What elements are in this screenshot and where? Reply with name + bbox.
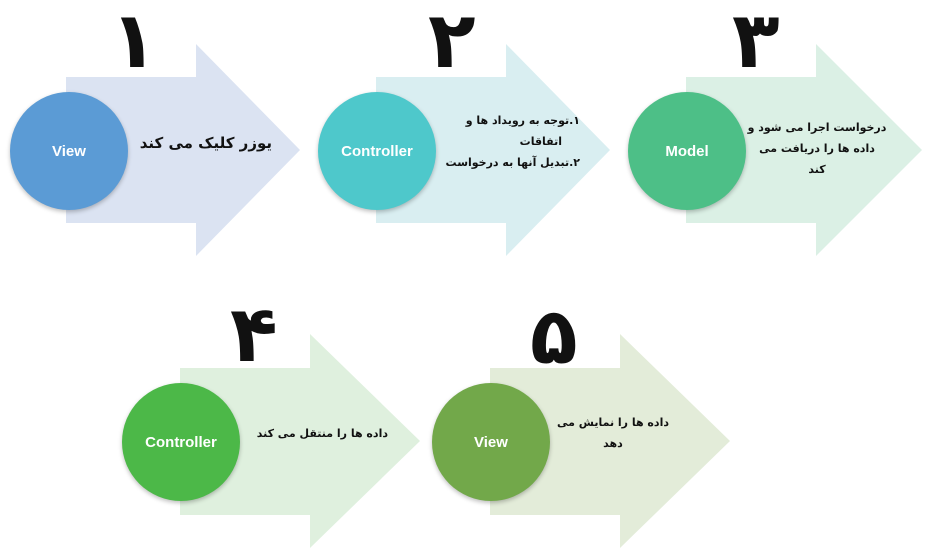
arrow-shape (376, 44, 610, 256)
node-circle-view: View (432, 383, 550, 501)
arrow-polygon (376, 44, 610, 256)
step-description-line: داده ها را منتقل می کند (256, 427, 388, 440)
step-number: ۵ (530, 292, 578, 382)
node-circle-model: Model (628, 92, 746, 210)
node-circle-controller: Controller (318, 92, 436, 210)
arrow-polygon (490, 334, 730, 548)
step-5: View ۵ داده ها را نمایش می دهد (430, 290, 740, 556)
arrow-shape (180, 334, 420, 548)
step-description-line: داده ها را نمایش می (557, 416, 669, 429)
step-number: ۳ (732, 0, 780, 86)
arrow-shape (66, 44, 300, 256)
step-description-line: داده ها را دریافت می (759, 142, 875, 155)
step-description-line: کند (808, 163, 826, 176)
step-description: داده ها را نمایش می دهد (548, 412, 678, 454)
arrow-polygon (66, 44, 300, 256)
step-3: Model ۳ درخواست اجرا می شود و داده ها را… (620, 0, 933, 270)
step-description-line: یوزر کلیک می کند (139, 134, 272, 152)
arrow-polygon (686, 44, 922, 256)
arrow-shape (686, 44, 922, 256)
step-2: Controller ۲ ۱.توجه به رویداد ها و اتفاق… (310, 0, 620, 270)
node-circle-view: View (10, 92, 128, 210)
step-description-line: ۲.تبدیل آنها به درخواست (445, 156, 580, 169)
step-description: درخواست اجرا می شود و داده ها را دریافت … (742, 117, 892, 180)
step-number: ۴ (230, 290, 278, 380)
step-description: یوزر کلیک می کند (130, 133, 272, 154)
step-1: View ۱ یوزر کلیک می کند (0, 0, 310, 270)
arrow-polygon (180, 334, 420, 548)
arrow-shape (490, 334, 730, 548)
step-description-line: اتفاقات (519, 135, 562, 148)
step-number: ۲ (428, 0, 476, 86)
step-description: ۱.توجه به رویداد ها و اتفاقات ۲.تبدیل آن… (430, 110, 580, 173)
step-4: Controller ۴ داده ها را منتقل می کند (120, 290, 430, 556)
node-circle-controller: Controller (122, 383, 240, 501)
step-description-line: دهد (603, 437, 623, 450)
step-number: ۱ (110, 0, 158, 86)
step-description-line: ۱.توجه به رویداد ها و (465, 114, 580, 127)
step-description-line: درخواست اجرا می شود و (747, 121, 887, 134)
step-description: داده ها را منتقل می کند (240, 423, 388, 444)
